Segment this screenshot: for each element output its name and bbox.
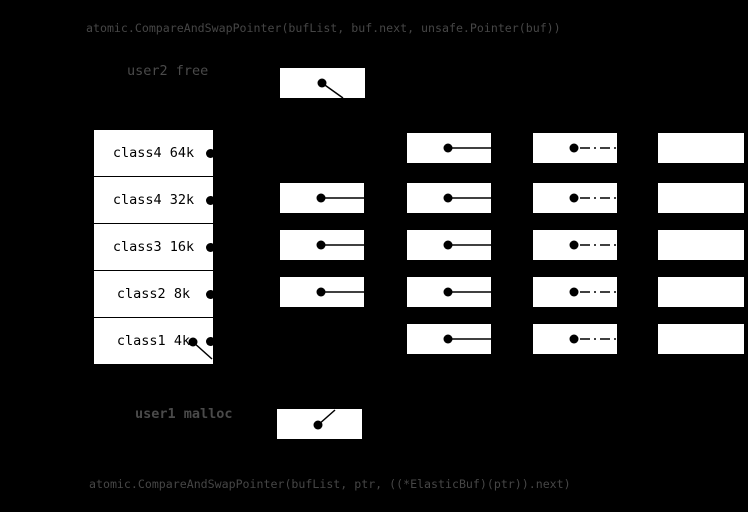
buffer-node-class4-64k-col3 xyxy=(407,133,491,163)
size-class-table: class4 64k class4 32k class3 16k class2 8k c… xyxy=(94,130,213,364)
buffer-node-class2-8k-col2 xyxy=(280,277,364,307)
buffer-node-class4-64k-col5 xyxy=(658,133,744,163)
buffer-node-class4-32k-col4 xyxy=(533,183,617,213)
user2-free-label: user2 free xyxy=(127,63,209,79)
buffer-node-class3-16k-col3 xyxy=(407,230,491,260)
buffer-node-class4-32k-col3 xyxy=(407,183,491,213)
buffer-node-class2-8k-col5 xyxy=(658,277,744,307)
list-head-dot-icon xyxy=(206,148,213,158)
stale-pointer-icon xyxy=(569,287,617,297)
next-pointer-icon xyxy=(443,240,491,250)
next-pointer-icon xyxy=(443,334,491,344)
size-class-label: class1 4k xyxy=(116,333,191,349)
buffer-node-class2-8k-col3 xyxy=(407,277,491,307)
buffer-node-class1-4k-col3 xyxy=(407,324,491,354)
stale-pointer-icon xyxy=(569,334,617,344)
next-pointer-icon xyxy=(443,287,491,297)
user2-free-node xyxy=(280,68,365,98)
size-class-row-class2-8k: class2 8k xyxy=(94,271,213,318)
buffer-node-class4-32k-col5 xyxy=(658,183,744,213)
list-head-dot-icon xyxy=(206,336,213,346)
list-head-dot-icon xyxy=(206,242,213,252)
size-class-row-class3-16k: class3 16k xyxy=(94,224,213,271)
list-head-dot-icon xyxy=(206,289,213,299)
user1-malloc-node xyxy=(277,409,362,439)
next-pointer-icon xyxy=(316,193,364,203)
stale-pointer-icon xyxy=(569,193,617,203)
buffer-node-class1-4k-col4 xyxy=(533,324,617,354)
buffer-node-class3-16k-col4 xyxy=(533,230,617,260)
stale-pointer-icon xyxy=(569,143,617,153)
size-class-row-class1-4k: class1 4k xyxy=(94,318,213,364)
size-class-row-class4-32k: class4 32k xyxy=(94,177,213,224)
size-class-label: class3 16k xyxy=(112,239,195,255)
buffer-node-class3-16k-col2 xyxy=(280,230,364,260)
buffer-node-class1-4k-col5 xyxy=(658,324,744,354)
size-class-label: class2 8k xyxy=(116,286,191,302)
buffer-node-class2-8k-col4 xyxy=(533,277,617,307)
user1-malloc-label: user1 malloc xyxy=(135,406,233,422)
list-head-dot-icon xyxy=(206,195,213,205)
stale-pointer-icon xyxy=(569,240,617,250)
cas-malloc-code-text: atomic.CompareAndSwapPointer(bufList, pt… xyxy=(89,477,571,491)
pointer-dot-diagonal-icon xyxy=(313,409,336,430)
buffer-node-class4-64k-col4 xyxy=(533,133,617,163)
size-class-label: class4 32k xyxy=(112,192,195,208)
next-pointer-icon xyxy=(443,193,491,203)
buffer-node-class3-16k-col5 xyxy=(658,230,744,260)
cas-free-code-text: atomic.CompareAndSwapPointer(bufList, bu… xyxy=(86,21,561,35)
size-class-label: class4 64k xyxy=(112,145,195,161)
buffer-node-class4-32k-col2 xyxy=(280,183,364,213)
pointer-dot-diagonal-icon xyxy=(317,78,344,98)
size-class-row-class4-64k: class4 64k xyxy=(94,130,213,177)
next-pointer-icon xyxy=(443,143,491,153)
next-pointer-icon xyxy=(316,287,364,297)
next-pointer-icon xyxy=(316,240,364,250)
